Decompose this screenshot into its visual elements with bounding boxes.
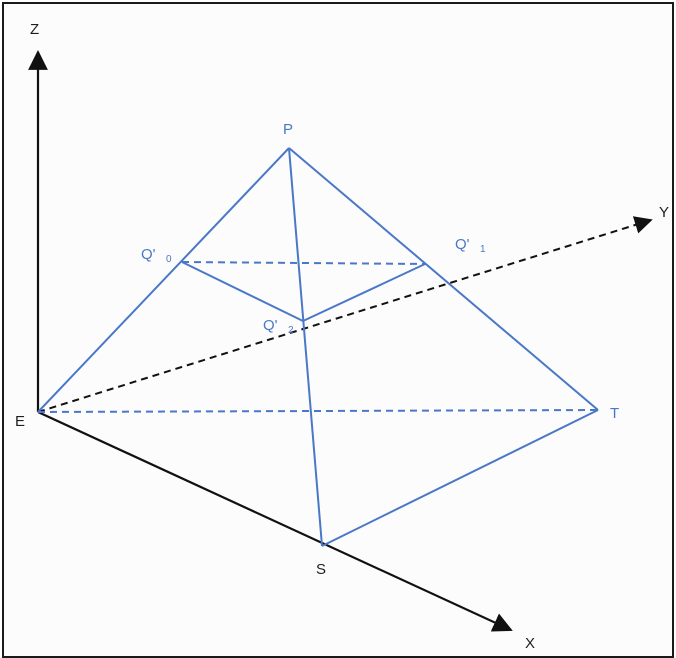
point-label-T: T xyxy=(610,405,619,422)
point-label-P: P xyxy=(283,121,293,138)
edge-P-T xyxy=(288,147,599,411)
edge-E-P xyxy=(37,147,290,413)
point-label-Q1-main: Q' xyxy=(455,236,470,253)
point-label-S: S xyxy=(316,561,326,578)
point-label-Q2-main: Q' xyxy=(263,317,278,334)
point-label-Q1: Q' 1 xyxy=(455,236,486,255)
point-label-Q0: Q' 0 xyxy=(141,246,172,265)
point-label-Q0-sub: 0 xyxy=(166,254,172,265)
edge-S-T xyxy=(321,409,599,547)
point-label-E: E xyxy=(15,413,25,430)
point-label-Q2: Q' 2 xyxy=(263,317,294,336)
z-axis-label: Z xyxy=(30,21,39,38)
edge-Q2-Q1 xyxy=(302,263,426,322)
x-axis xyxy=(37,411,513,632)
edge-P-S xyxy=(288,147,323,547)
edge-Q0-Q1 xyxy=(181,261,426,265)
y-axis-label: Y xyxy=(659,204,669,221)
x-axis-label: X xyxy=(525,635,535,652)
pyramid-edges xyxy=(37,147,599,547)
edge-E-T xyxy=(37,409,599,413)
point-label-Q0-main: Q' xyxy=(141,246,156,263)
point-label-Q2-sub: 2 xyxy=(288,325,294,336)
point-label-Q1-sub: 1 xyxy=(480,244,486,255)
edge-Q0-Q2 xyxy=(181,261,304,322)
